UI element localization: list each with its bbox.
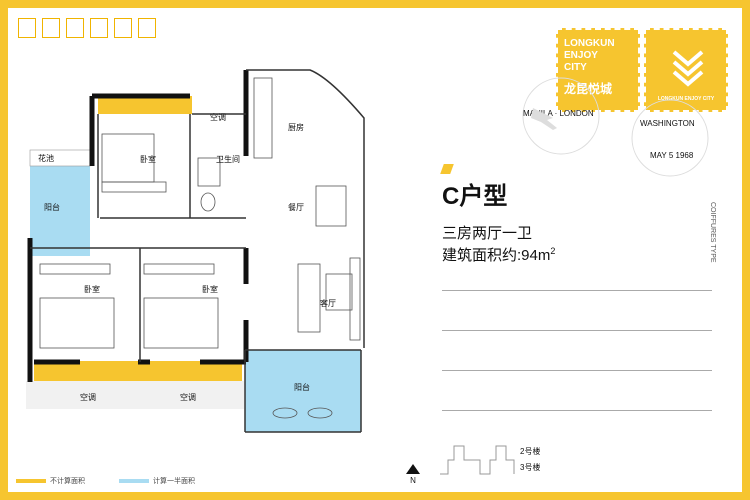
keyplan-label-2: 3号楼	[520, 462, 540, 472]
label-bathroom: 卫生间	[216, 154, 240, 164]
legend-item-half-counted: 计算一半面积	[119, 476, 195, 486]
label-living: 客厅	[320, 298, 336, 308]
postcard: LONGKUN ENJOY CITY 龙昆悦城 LONGKUN ENJOY CI…	[8, 8, 742, 492]
furniture	[39, 77, 361, 419]
label-ac-bl: 空调	[80, 392, 96, 402]
postmark: LONGKUN ENJOY CITY 龙昆悦城 LONGKUN ENJOY CI…	[556, 28, 728, 112]
label-ac-top: 空调	[210, 112, 226, 122]
bed-bl	[39, 297, 115, 349]
label-ac-br: 空调	[180, 392, 196, 402]
shower	[197, 157, 221, 187]
brand-logo-stamp: LONGKUN ENJOY CITY	[644, 28, 728, 112]
label-bedroom-top: 卧室	[140, 154, 156, 164]
postmark-circle-left: MANILA · LONDON	[522, 77, 600, 155]
label-flower-bed: 花池	[38, 153, 54, 163]
label-balcony-left: 阳台	[44, 202, 60, 212]
postmark-circle-right: WASHINGTON MAY 5 1968	[631, 99, 709, 177]
unit-area-sup: 2	[550, 246, 556, 256]
balcony-left	[30, 166, 90, 256]
kitchen-counter	[253, 77, 273, 159]
dining-table	[315, 185, 347, 227]
airplane-icon	[531, 108, 557, 130]
side-text: COIFFURES TYPE	[709, 202, 716, 263]
keyplan-label-1: 2号楼	[520, 446, 540, 456]
wardrobe-bl	[39, 263, 111, 275]
balcony-bottom	[245, 350, 361, 432]
stamp-boxes	[18, 18, 156, 38]
postmark-right-text: WASHINGTON	[640, 119, 695, 128]
legend-item-not-counted: 不计算面积	[16, 476, 85, 486]
unit-area: 建筑面积约:94m2	[442, 244, 555, 265]
coffee-table	[325, 273, 353, 311]
legend-label-not-counted: 不计算面积	[50, 478, 85, 485]
sofa	[297, 263, 321, 333]
brand-name-en: LONGKUN ENJOY CITY	[564, 38, 615, 73]
balcony-chair-2	[307, 407, 333, 419]
unit-area-label: 建筑面积约:94m	[442, 247, 551, 264]
north-label: N	[410, 476, 416, 485]
bed-br	[143, 297, 219, 349]
ac-ledge-top	[98, 96, 192, 114]
legend-swatch-yellow	[16, 479, 46, 483]
site-key-plan: 2号楼 3号楼	[440, 445, 540, 475]
postmark-date: MAY 5 1968	[650, 151, 694, 160]
brand-caption: LONGKUN ENJOY CITY	[657, 96, 715, 102]
postmark-left-text: MANILA · LONDON	[523, 109, 594, 118]
label-kitchen: 厨房	[288, 122, 304, 132]
wardrobe-br	[143, 263, 215, 275]
north-arrow: N	[406, 464, 420, 485]
ac-ledge-bottom	[26, 381, 244, 409]
label-balcony-bottom: 阳台	[294, 382, 310, 392]
legend-swatch-blue	[119, 479, 149, 483]
legend-label-half-counted: 计算一半面积	[153, 478, 195, 485]
window-ledge-bottom	[34, 361, 242, 381]
label-bedroom-bl: 卧室	[84, 284, 100, 294]
unit-layout: 三房两厅一卫	[442, 225, 533, 242]
thin-walls	[30, 69, 365, 433]
label-dining: 餐厅	[288, 203, 304, 212]
label-bedroom-br: 卧室	[202, 284, 218, 294]
wardrobe-top	[101, 181, 167, 193]
tv-cabinet	[349, 257, 361, 341]
north-arrow-icon	[406, 464, 420, 474]
toilet-icon	[200, 192, 216, 212]
title-accent	[440, 164, 454, 174]
floor-plan: 卧室 卫生间 厨房 餐厅 客厅 卧室 卧室 阳台 花池 阳台 空调 空调 空调	[26, 69, 365, 433]
chevron-logo-icon	[672, 50, 704, 87]
legend: 不计算面积 计算一半面积	[16, 476, 195, 486]
unit-title: C户型	[442, 183, 508, 210]
walls	[27, 70, 249, 382]
balcony-chair-1	[272, 407, 298, 419]
